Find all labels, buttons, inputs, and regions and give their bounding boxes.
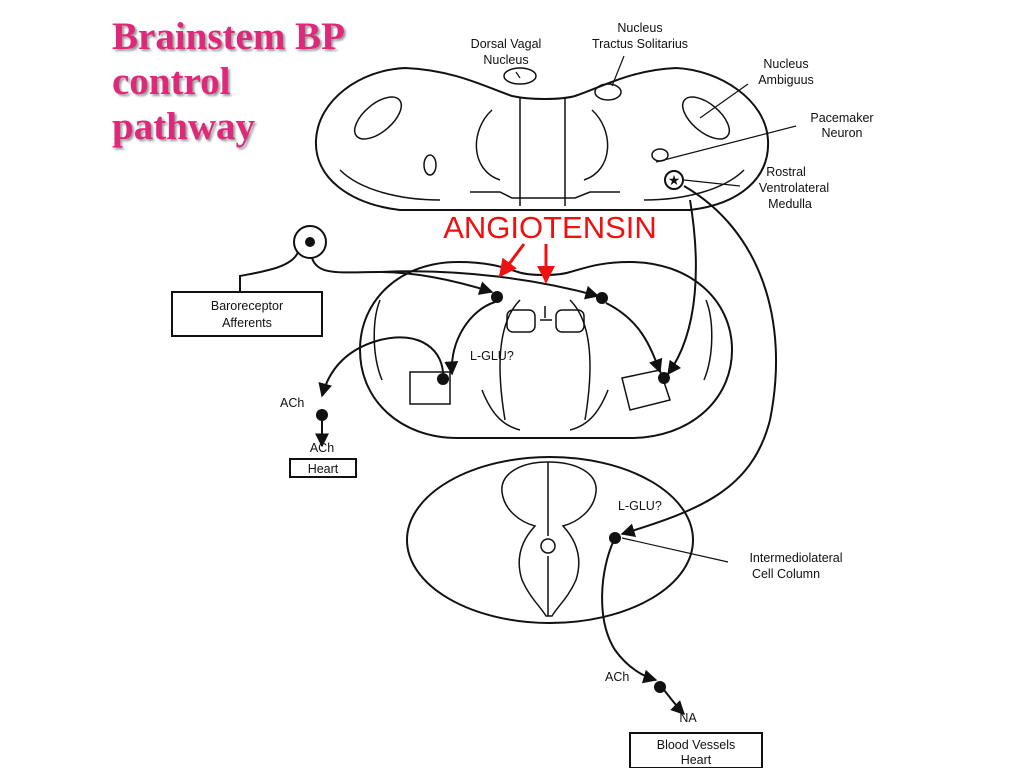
- pacemaker-neuron-star: ★: [664, 170, 684, 190]
- heart-label: Heart: [308, 462, 339, 476]
- baroreceptor-label-1: Baroreceptor: [211, 299, 283, 313]
- dorsal-vagal-label-2: Nucleus: [483, 53, 528, 67]
- blood-vessels-label-1: Blood Vessels: [657, 738, 736, 752]
- title-line-2: control: [112, 60, 231, 103]
- ambiguus-label-2: Ambiguus: [758, 73, 814, 87]
- dorsal-vagal-label-1: Dorsal Vagal: [471, 37, 542, 51]
- vagal-efferent: [315, 336, 445, 448]
- spinal-cord-section: [406, 456, 694, 624]
- rvlm-neuron: [658, 372, 670, 384]
- baroreceptor-ganglion: [293, 225, 327, 259]
- nts-label-1: Nucleus: [617, 21, 662, 35]
- spinal-grey-matter: [501, 461, 597, 617]
- ambiguus-label-1: Nucleus: [763, 57, 808, 71]
- page-title: Brainstem BP control pathway: [112, 14, 412, 149]
- descending-pathways: [601, 185, 777, 715]
- baroreceptor-label-2: Afferents: [222, 316, 272, 330]
- baroreceptor-box: [171, 291, 323, 337]
- upper-medulla-section: [314, 66, 770, 211]
- nts-projections: [444, 301, 663, 376]
- rvlm-label-1: Rostral: [766, 165, 806, 179]
- sympathetic-ganglion-dot: [654, 681, 666, 693]
- label-pointers: [515, 55, 797, 563]
- iml-label-1: Intermediolateral: [749, 551, 842, 565]
- spinal-cord-outline: [406, 456, 694, 624]
- angiotensin-label: ANGIOTENSIN: [443, 210, 657, 245]
- svg-text:★: ★: [668, 173, 681, 189]
- blood-vessels-label-2: Heart: [681, 753, 712, 767]
- rvlm-label-2: Ventrolateral: [759, 181, 829, 195]
- blood-vessels-box: [629, 732, 763, 768]
- lglu-spinal-label: L-GLU?: [618, 499, 662, 513]
- lower-medulla-section: [358, 260, 734, 439]
- angiotensin-arrows: [498, 243, 555, 284]
- heart-box: [289, 458, 357, 478]
- title-line-1: Brainstem BP: [112, 15, 345, 58]
- pacemaker-label-1: Pacemaker: [810, 111, 873, 125]
- na-label: NA: [679, 711, 697, 725]
- pacemaker-label-2: Neuron: [822, 126, 863, 140]
- lglu-medulla-label: L-GLU?: [470, 349, 514, 363]
- nts-label-2: Tractus Solitarius: [592, 37, 688, 51]
- lower-medulla-outline: [358, 260, 734, 439]
- rvlm-label-3: Medulla: [768, 197, 812, 211]
- ach-lower-label: ACh: [310, 441, 334, 455]
- nts-neuron-left: [491, 291, 503, 303]
- nts-neuron-right: [596, 292, 608, 304]
- title-line-3: pathway: [112, 105, 256, 148]
- ach-ganglion-dot: [316, 409, 328, 421]
- afferent-pathway: [239, 251, 600, 300]
- ach-vessel-label: ACh: [605, 670, 629, 684]
- upper-medulla-outline: [314, 66, 770, 211]
- ach-upper-label: ACh: [280, 396, 304, 410]
- iml-neuron: [609, 532, 621, 544]
- iml-label-2: Cell Column: [752, 567, 820, 581]
